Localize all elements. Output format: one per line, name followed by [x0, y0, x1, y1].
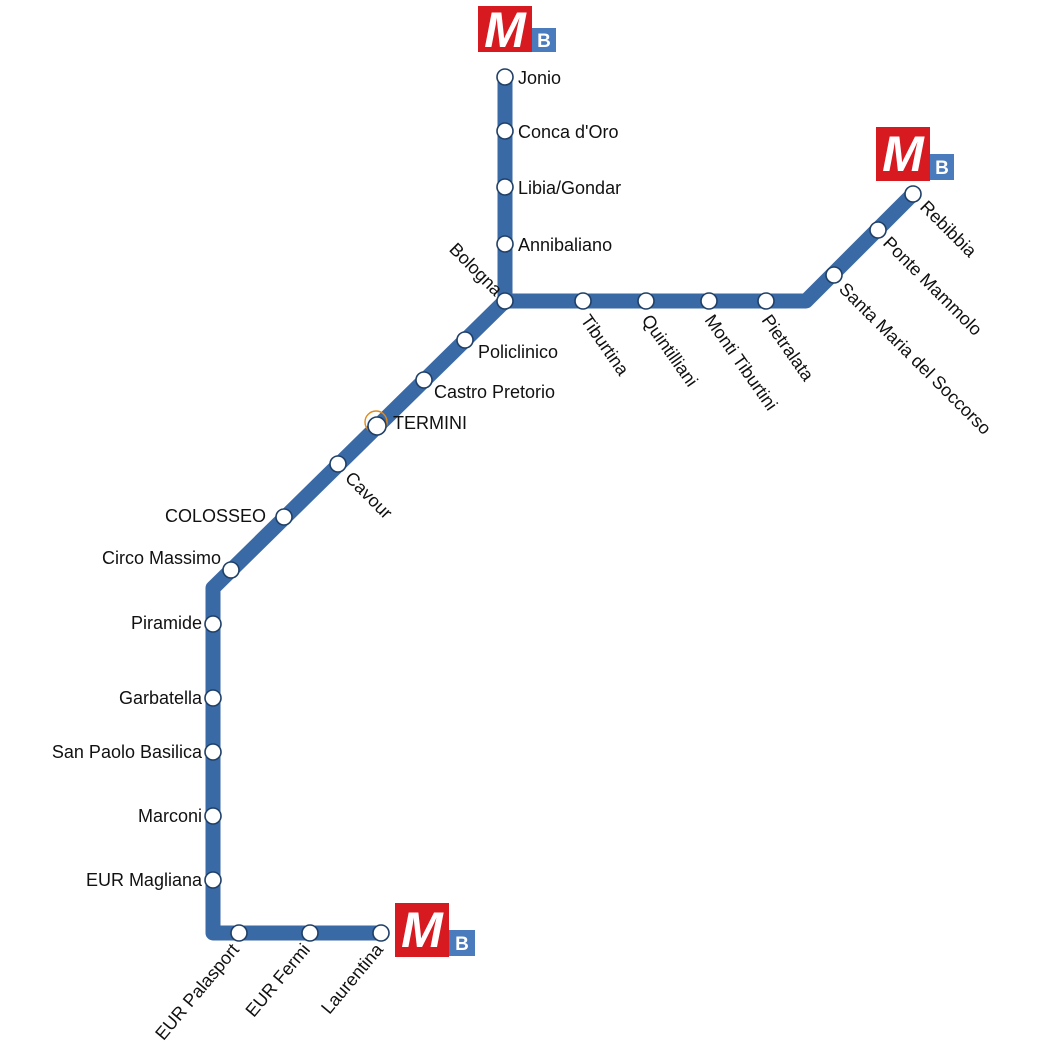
metro-logo-red	[395, 903, 449, 957]
station-label: Policlinico	[478, 342, 558, 362]
station-label: COLOSSEO	[165, 506, 266, 526]
station-circo-massimo[interactable]: Circo Massimo	[102, 548, 240, 579]
line-code-label: B	[537, 31, 551, 52]
station-garbatella[interactable]: Garbatella	[119, 688, 222, 708]
station-marker[interactable]	[230, 924, 248, 942]
station-marker[interactable]	[204, 743, 222, 761]
station-marker[interactable]	[574, 292, 592, 310]
station-label: EUR Magliana	[86, 870, 203, 890]
station-jonio[interactable]: Jonio	[496, 68, 561, 88]
station-eur-palasport[interactable]: EUR Palasport	[151, 924, 248, 1044]
station-marker[interactable]	[204, 807, 222, 825]
metro-logo-letter: M	[882, 126, 925, 182]
station-label: Conca d'Oro	[518, 122, 619, 142]
station-marker[interactable]	[204, 871, 222, 889]
station-marker[interactable]	[757, 292, 775, 310]
station-label: Jonio	[518, 68, 561, 88]
station-eur-magliana[interactable]: EUR Magliana	[86, 870, 222, 890]
station-marker[interactable]	[869, 221, 887, 239]
station-marker[interactable]	[367, 416, 387, 436]
station-label: Garbatella	[119, 688, 203, 708]
station-label: San Paolo Basilica	[52, 742, 203, 762]
station-piramide[interactable]: Piramide	[131, 613, 222, 633]
station-marker[interactable]	[372, 924, 390, 942]
station-marker[interactable]	[496, 235, 514, 253]
station-marker[interactable]	[904, 185, 922, 203]
station-cavour[interactable]: Cavour	[329, 455, 396, 523]
station-label: Cavour	[341, 468, 396, 523]
station-marker[interactable]	[496, 122, 514, 140]
metro-logo-letter: M	[484, 2, 527, 58]
station-marker[interactable]	[496, 178, 514, 196]
station-label: Libia/Gondar	[518, 178, 621, 198]
station-label: Piramide	[131, 613, 202, 633]
metro-logo-blue	[532, 28, 556, 52]
station-label: Laurentina	[317, 939, 388, 1018]
metro-b-logo-jonio: M B	[478, 2, 556, 58]
line-code-label: B	[935, 158, 949, 179]
station-marker[interactable]	[275, 508, 293, 526]
station-conca-doro[interactable]: Conca d'Oro	[496, 122, 619, 142]
station-marker[interactable]	[301, 924, 319, 942]
station-label: TERMINI	[393, 413, 467, 433]
line-b-main-track	[205, 186, 921, 941]
station-label: Annibaliano	[518, 235, 612, 255]
station-marker[interactable]	[415, 371, 433, 389]
station-marker[interactable]	[204, 615, 222, 633]
station-santa-maria-del-soccorso[interactable]: Santa Maria del Soccorso	[825, 266, 995, 439]
station-label: EUR Palasport	[151, 940, 243, 1044]
station-termini[interactable]: TERMINI	[364, 410, 467, 436]
station-marker[interactable]	[456, 331, 474, 349]
station-marker[interactable]	[637, 292, 655, 310]
station-label: Circo Massimo	[102, 548, 221, 568]
metro-b-logo-laurentina: M B	[395, 902, 475, 958]
metro-logo-red	[876, 127, 930, 181]
station-marker[interactable]	[825, 266, 843, 284]
line-code-label: B	[455, 934, 469, 955]
station-san-paolo-basilica[interactable]: San Paolo Basilica	[52, 742, 222, 762]
station-label: Quintilliani	[638, 311, 702, 390]
metro-logo-red	[478, 6, 532, 52]
station-annibaliano[interactable]: Annibaliano	[496, 235, 612, 255]
station-rebibbia[interactable]: Rebibbia	[904, 185, 981, 262]
station-marker[interactable]	[496, 68, 514, 86]
station-marker[interactable]	[700, 292, 718, 310]
station-libia-gondar[interactable]: Libia/Gondar	[496, 178, 621, 198]
station-marker[interactable]	[204, 689, 222, 707]
metro-logo-blue	[449, 930, 475, 956]
station-label: Marconi	[138, 806, 202, 826]
metro-logo-letter: M	[401, 902, 444, 958]
station-label: Santa Maria del Soccorso	[835, 279, 995, 439]
station-castro-pretorio[interactable]: Castro Pretorio	[415, 371, 555, 402]
station-label: EUR Fermi	[242, 940, 315, 1021]
station-monti-tiburtini[interactable]: Monti Tiburtini	[700, 292, 782, 414]
station-label: Rebibbia	[916, 197, 981, 262]
station-marker[interactable]	[222, 561, 240, 579]
metro-logo-blue	[930, 154, 954, 180]
station-marconi[interactable]: Marconi	[138, 806, 222, 826]
station-marker[interactable]	[496, 292, 514, 310]
station-label: Pietralata	[758, 311, 819, 386]
station-label: Tiburtina	[577, 311, 634, 380]
station-policlinico[interactable]: Policlinico	[456, 331, 558, 362]
station-label: Castro Pretorio	[434, 382, 555, 402]
station-marker[interactable]	[329, 455, 347, 473]
metro-b-logo-rebibbia: M B	[876, 126, 954, 182]
station-colosseo[interactable]: COLOSSEO	[165, 506, 293, 526]
